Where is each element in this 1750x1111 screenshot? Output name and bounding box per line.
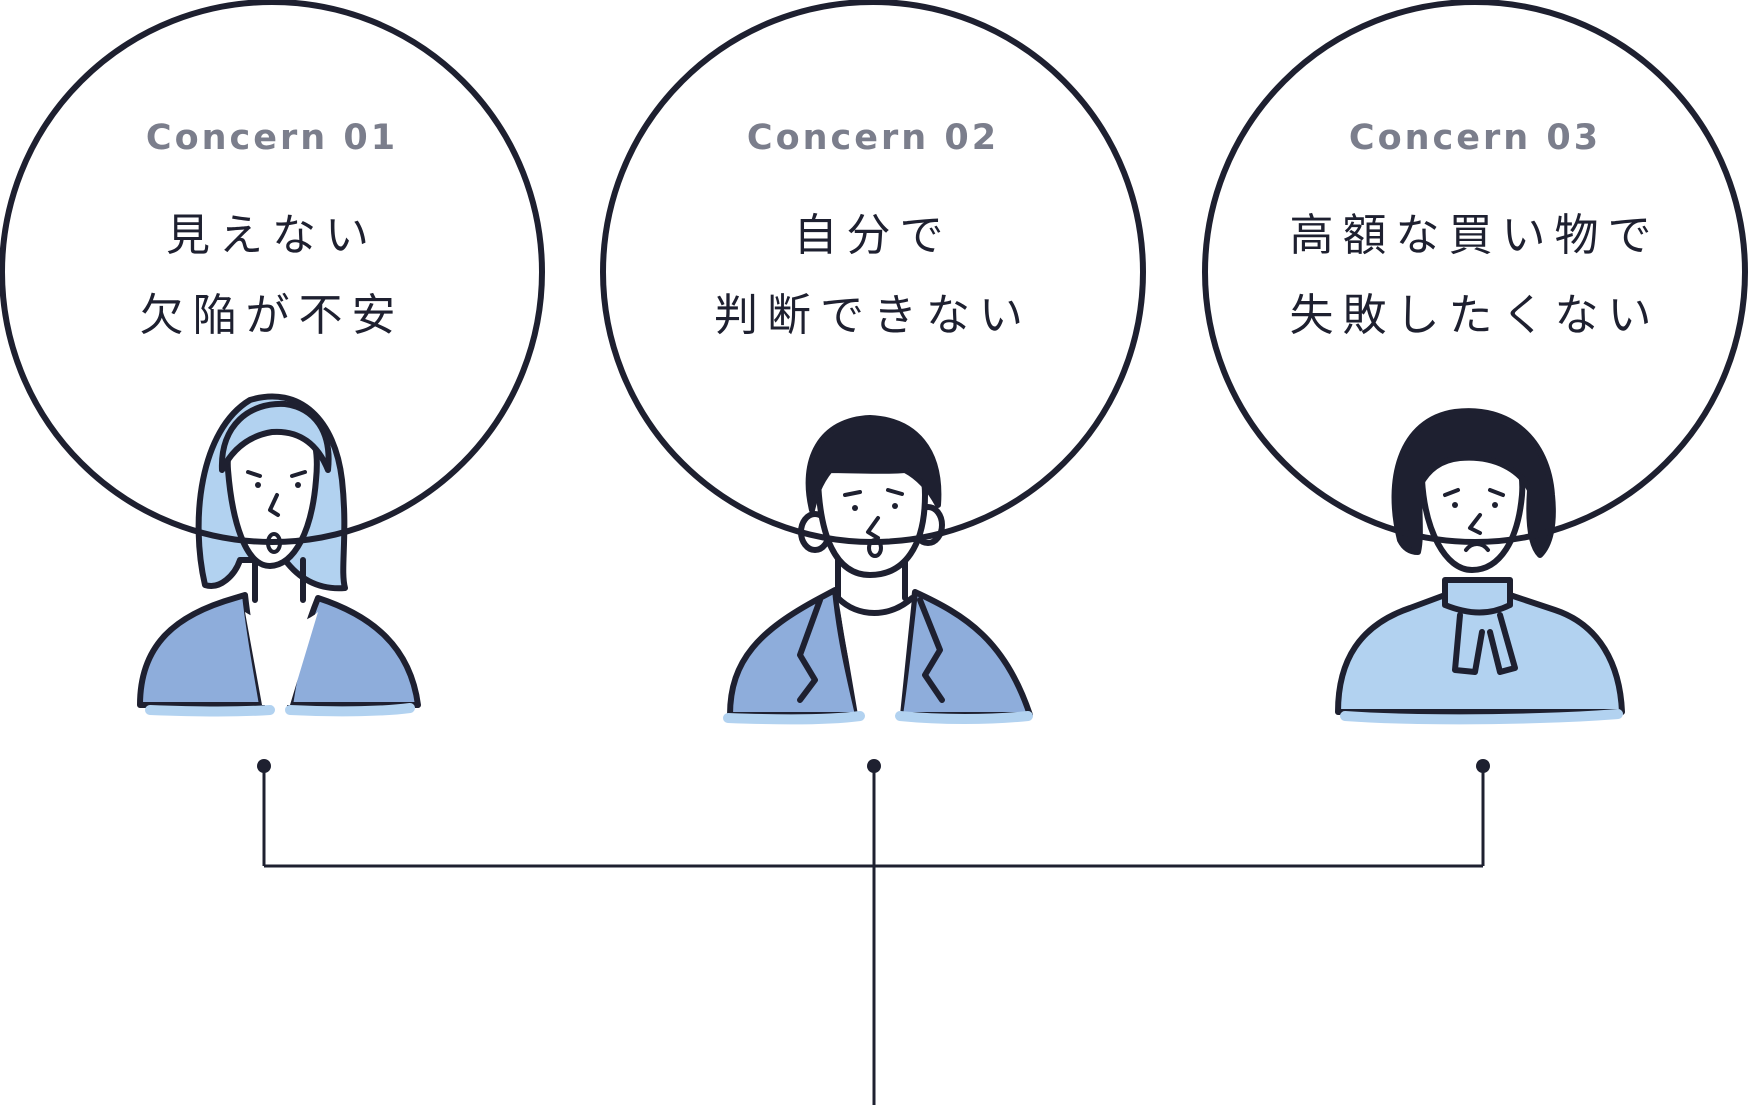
concern-circle-2: [600, 0, 1146, 545]
person-1-illustration: [137, 393, 421, 717]
concern-1-text: 見えない 欠陥が不安: [42, 196, 502, 356]
concern-2-label: Concern 02: [746, 118, 1000, 158]
concern-3-line-1: 高額な買い物で: [1289, 210, 1661, 261]
concern-1-line-2: 欠陥が不安: [139, 290, 405, 341]
person-2-illustration: [723, 415, 1033, 725]
concern-3-line-2: 失敗したくない: [1289, 290, 1661, 341]
concern-1-line-1: 見えない: [166, 210, 378, 261]
concern-circle-1: [0, 0, 545, 545]
concern-2-line-2: 判断できない: [714, 290, 1032, 341]
concern-1-label: Concern 01: [145, 118, 399, 158]
concern-3-label: Concern 03: [1348, 118, 1602, 158]
concern-3-text: 高額な買い物で 失敗したくない: [1245, 196, 1705, 356]
connector-lines: [257, 759, 1490, 1105]
person-3-illustration: [1335, 408, 1625, 725]
concern-2-text: 自分で 判断できない: [643, 196, 1103, 356]
concern-circle-3: [1202, 0, 1748, 545]
concern-2-line-1: 自分で: [793, 210, 953, 261]
